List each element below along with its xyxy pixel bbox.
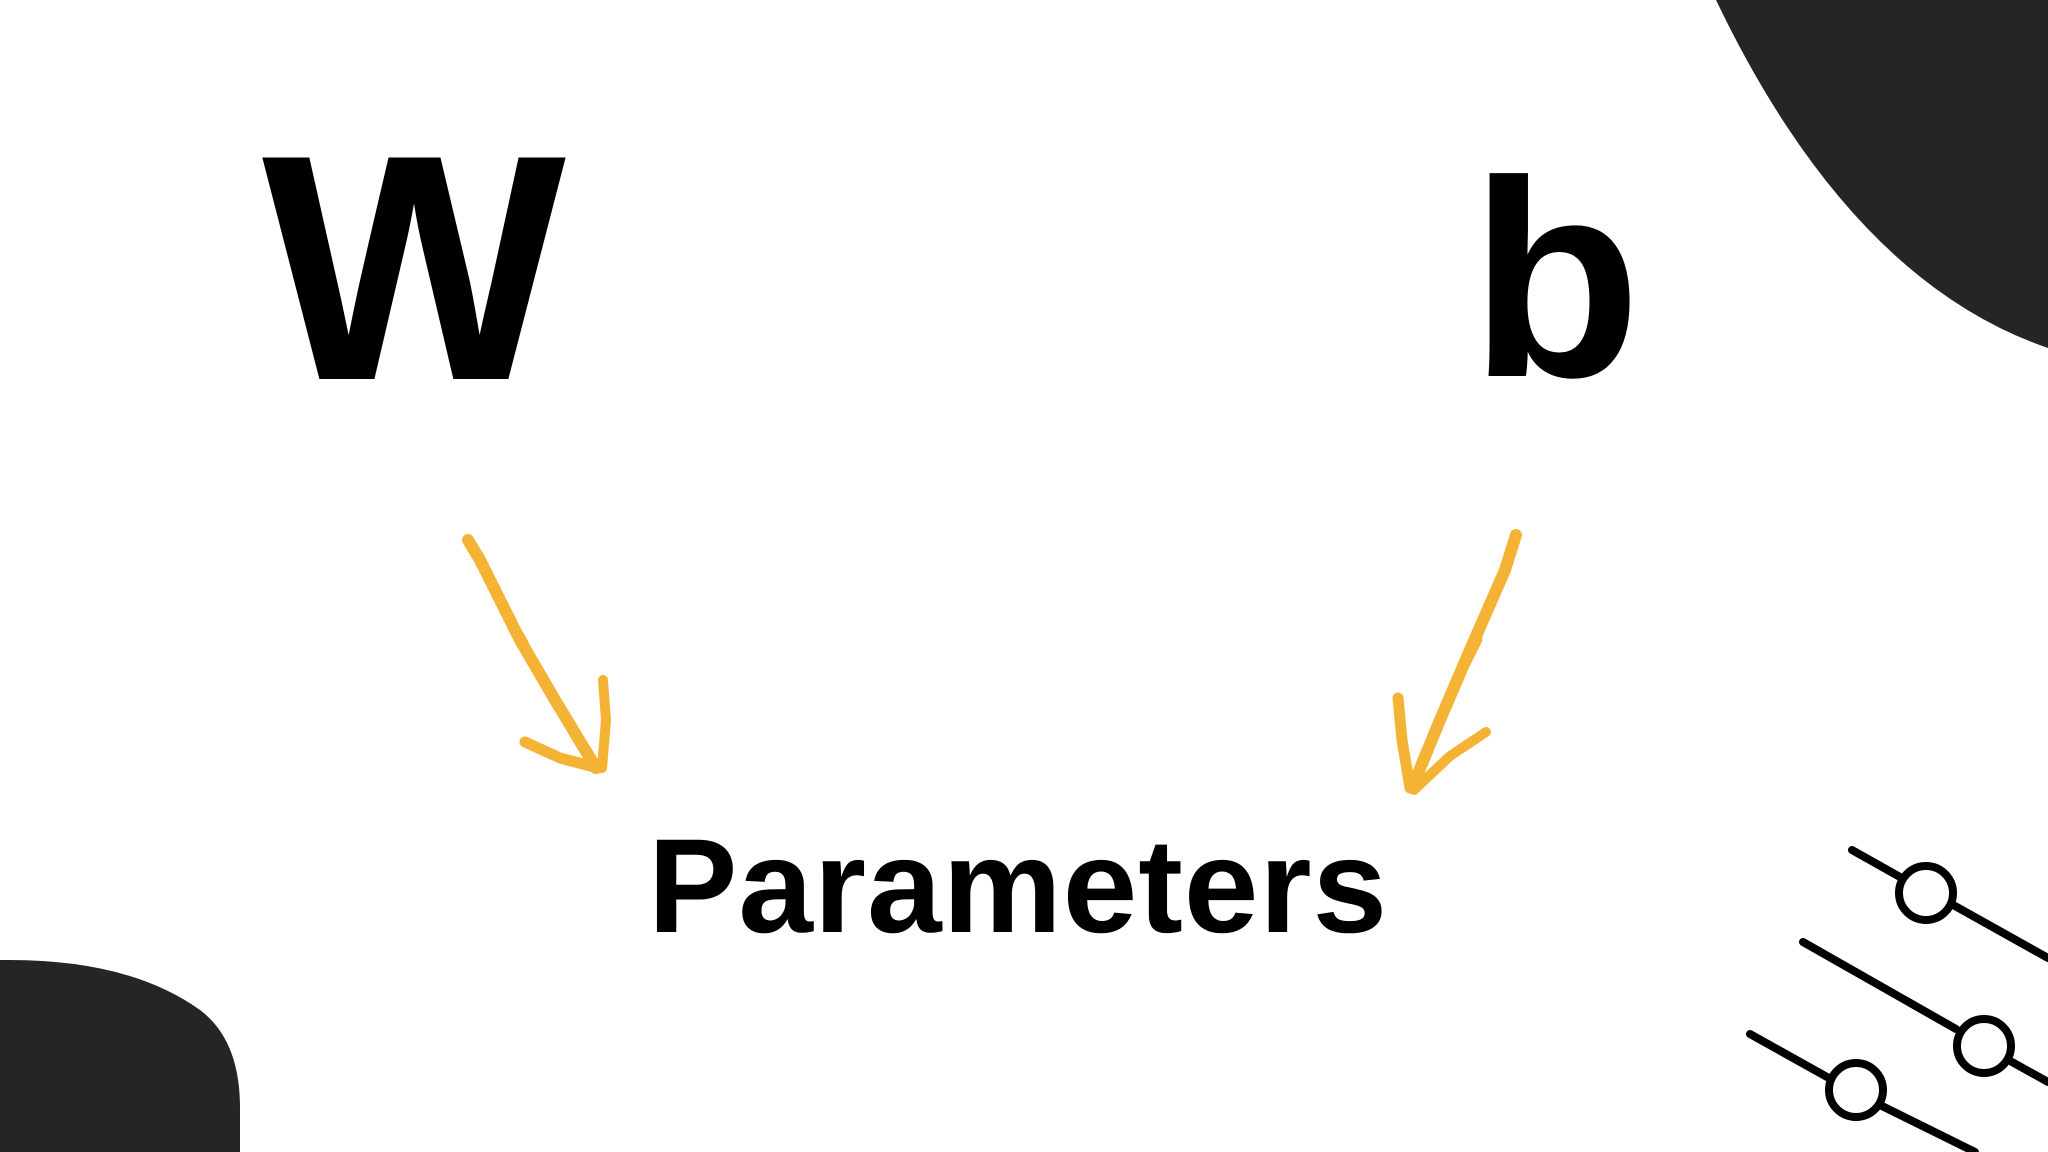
bottom-left-dark-shape — [0, 960, 240, 1152]
top-right-dark-shape — [1716, 0, 2048, 348]
left-arrow-icon — [462, 534, 611, 774]
slider-lines-icon — [1746, 846, 2048, 1152]
bias-symbol: b — [1470, 124, 1642, 436]
weight-symbol: W — [262, 89, 566, 448]
right-arrow-icon — [1392, 529, 1522, 795]
parameters-label: Parameters — [648, 812, 1389, 961]
